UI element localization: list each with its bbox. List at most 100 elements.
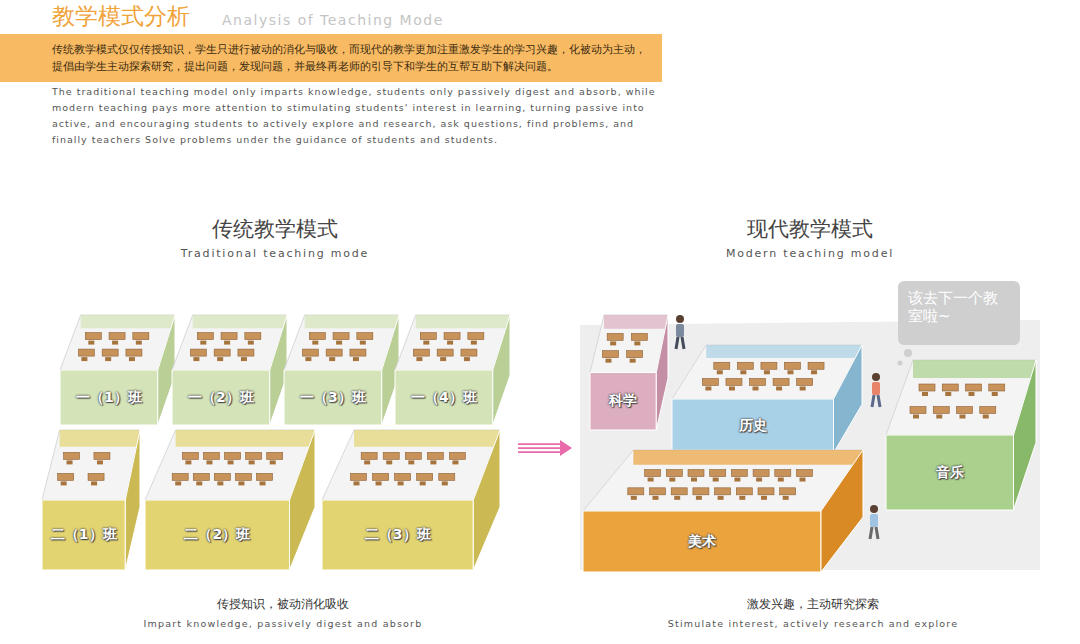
person-head [872,373,880,381]
wall-label-box: 美术 [583,511,821,572]
classroom: 科学 [590,315,668,430]
room-label: 二（1）班 [51,526,117,544]
chair [260,481,266,485]
desk [109,333,125,340]
side-wall [656,315,668,430]
chair [776,386,782,390]
desk [693,488,709,495]
desk [361,452,377,459]
desk [405,452,421,459]
desk [736,488,752,495]
desk [373,473,389,480]
chair [353,357,359,361]
chair [248,341,254,345]
chair [175,481,181,485]
desk [758,488,774,495]
chair [945,392,951,396]
chair [913,415,919,419]
desk [88,473,104,480]
desk [417,473,433,480]
room-illustration [60,315,175,425]
bubble-dot [904,349,912,357]
desk [666,470,682,477]
classroom: 音乐 [886,360,1036,510]
classroom: 二（1）班 [42,430,140,570]
chair [648,478,654,482]
chair [729,386,735,390]
desk [58,473,74,480]
chair [440,357,446,361]
wall-label-box: 一（1）班 [60,370,158,425]
chair [800,478,806,482]
desk [245,333,261,340]
front-wall [172,370,270,425]
chair [764,370,770,374]
desk [627,351,643,358]
desk [761,362,777,369]
chair [674,496,680,500]
front-wall [583,511,821,572]
chair [761,496,767,500]
desk [350,349,366,356]
mode-panel: 现代教学模式Modern teaching model科学历史音乐美术该去下一个… [580,215,1040,585]
chair [630,359,636,363]
back-wall [60,430,140,447]
desk [214,349,230,356]
chair [442,481,448,485]
side-wall [290,430,316,570]
side-wall [473,430,500,570]
chair [922,392,928,396]
chair [193,357,199,361]
desk [780,488,796,495]
panel-heading-en: Modern teaching model [580,247,1040,260]
wall-label-box: 一（3）班 [284,370,382,425]
desk [784,362,800,369]
chair [717,370,723,374]
chair [416,357,422,361]
desk [133,333,149,340]
desk [980,407,996,414]
desk [628,488,644,495]
room-illustration [172,315,287,425]
chair [329,357,335,361]
chair [718,496,724,500]
side-wall [493,315,510,425]
wall-label-box: 一（2）班 [172,370,270,425]
person-head [676,315,684,323]
room-illustration [42,430,140,570]
chair [67,460,73,464]
chair [464,357,470,361]
chair [430,460,436,464]
chair [634,341,640,345]
desk [933,407,949,414]
chair [312,341,318,345]
chair [936,415,942,419]
back-wall [706,345,862,358]
chair [88,341,94,345]
bubble-dot [898,361,903,366]
panel-heading-zh: 现代教学模式 [580,215,1040,243]
wall-label-box: 二（3）班 [322,500,473,570]
room-floor [322,430,500,500]
room-illustration [590,315,668,430]
chair [992,392,998,396]
room-floor [42,430,140,500]
chair [238,481,244,485]
desk [753,470,769,477]
chair [206,460,212,464]
desk [715,488,731,495]
chair [81,357,87,361]
front-wall [590,373,656,431]
back-wall [176,430,315,447]
desk [645,470,661,477]
desk [383,452,399,459]
chair [185,460,191,464]
room-floor [886,360,1036,435]
classroom: 一（4）班 [395,315,510,425]
room-label: 科学 [609,392,637,410]
room-illustration [395,315,510,425]
desk [238,349,254,356]
chair [364,460,370,464]
desk [671,488,687,495]
